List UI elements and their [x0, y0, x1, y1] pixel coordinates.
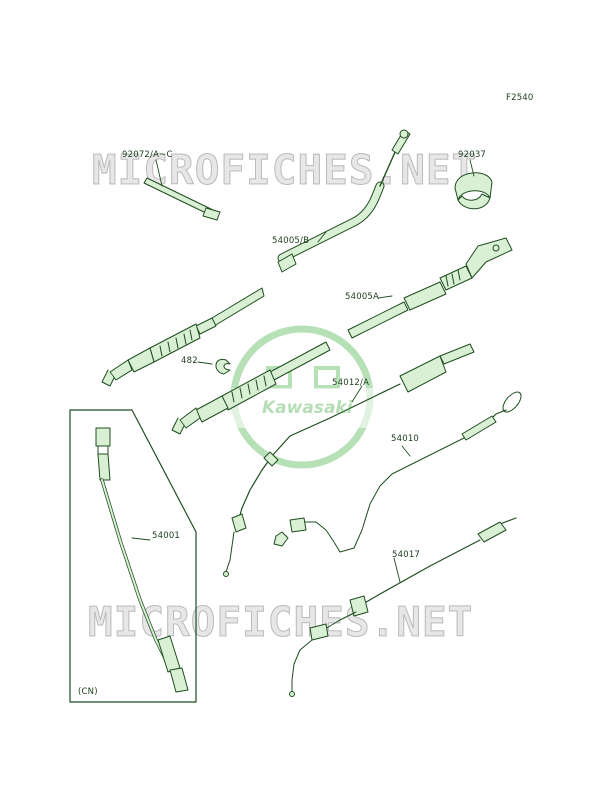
clip-482: [215, 358, 231, 375]
cable-tie-92072: [143, 177, 221, 221]
clamp-92037: [454, 172, 493, 210]
cable-54017: [289, 517, 517, 697]
part-label-54017[interactable]: 54017: [392, 550, 421, 560]
figure-code: F2540: [506, 93, 534, 103]
carb-cable-54012: [223, 343, 475, 577]
inset-frame-cn: [69, 409, 197, 703]
brake-cable-upper: [101, 287, 265, 387]
inset-note-cn: (CN): [78, 687, 98, 697]
part-label-54001[interactable]: 54001: [152, 531, 181, 541]
part-label-92072[interactable]: 92072/A~C: [122, 150, 173, 160]
kawasaki-logo: [230, 325, 374, 469]
clutch-cable-54005a: [347, 237, 513, 339]
brake-cable-54012: [171, 341, 331, 435]
leader-lines: [131, 159, 475, 583]
speedometer-cable-54001: [95, 427, 189, 693]
part-label-482[interactable]: 482: [181, 356, 198, 366]
part-label-54005a[interactable]: 54005A: [345, 292, 380, 302]
watermark-bottom: MICROFICHES.NET: [87, 598, 474, 647]
part-label-54012[interactable]: 54012/A: [332, 378, 370, 388]
part-label-54010[interactable]: 54010: [391, 434, 420, 444]
part-label-54005b[interactable]: 54005/B: [272, 236, 310, 246]
kawasaki-logo-text: Kawasaki: [262, 398, 353, 418]
throttle-cable-54005b: [277, 129, 411, 273]
cable-54010: [273, 391, 522, 553]
part-label-92037[interactable]: 92037: [458, 150, 487, 160]
